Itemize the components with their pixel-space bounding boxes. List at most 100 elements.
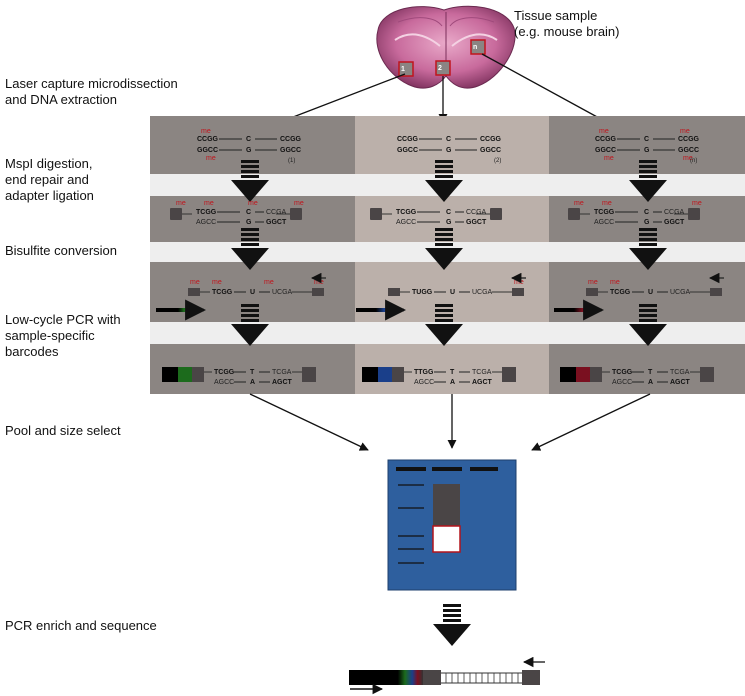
svg-text:me: me bbox=[212, 279, 222, 286]
svg-text:TUGG: TUGG bbox=[412, 289, 433, 296]
svg-text:CCGG: CCGG bbox=[197, 136, 219, 143]
svg-text:me: me bbox=[248, 200, 258, 207]
svg-text:me: me bbox=[610, 279, 620, 286]
svg-text:me: me bbox=[314, 279, 324, 286]
svg-text:AGCT: AGCT bbox=[272, 379, 293, 386]
svg-text:G: G bbox=[644, 219, 650, 226]
svg-text:GGCT: GGCT bbox=[664, 219, 685, 226]
svg-text:me: me bbox=[201, 128, 211, 135]
svg-text:CCGG: CCGG bbox=[678, 136, 700, 143]
adapter-ligation-row: me me me me TCGG C CCGA AGCC G GGCT TCGG… bbox=[170, 200, 702, 226]
mspi-label-line2: end repair and bbox=[5, 172, 89, 187]
svg-text:C: C bbox=[246, 136, 251, 143]
svg-text:me: me bbox=[599, 128, 609, 135]
svg-text:me: me bbox=[206, 155, 216, 162]
svg-text:U: U bbox=[250, 289, 255, 296]
svg-text:TCGG: TCGG bbox=[196, 209, 217, 216]
svg-text:TCGG: TCGG bbox=[214, 369, 235, 376]
final-library bbox=[349, 656, 545, 695]
svg-text:TCGG: TCGG bbox=[396, 209, 417, 216]
svg-text:me: me bbox=[602, 200, 612, 207]
svg-text:AGCC: AGCC bbox=[214, 379, 234, 386]
svg-text:C: C bbox=[644, 209, 649, 216]
svg-text:TCGG: TCGG bbox=[610, 289, 631, 296]
sample-2-id: (2) bbox=[494, 158, 501, 164]
pool-label: Pool and size select bbox=[5, 423, 121, 438]
svg-text:me: me bbox=[514, 279, 524, 286]
svg-text:U: U bbox=[450, 289, 455, 296]
svg-text:AGCC: AGCC bbox=[196, 219, 216, 226]
svg-text:TCGA: TCGA bbox=[272, 369, 292, 376]
svg-text:me: me bbox=[692, 200, 702, 207]
svg-text:UCGA: UCGA bbox=[472, 289, 493, 296]
svg-text:TCGA: TCGA bbox=[670, 369, 690, 376]
lcm-label-line1: Laser capture microdissection bbox=[5, 76, 178, 91]
barcoded-product-row: TCGG T TCGA AGCC A AGCT TTGG T TCGA AGCC bbox=[162, 367, 714, 386]
lcm-label-line2: and DNA extraction bbox=[5, 92, 117, 107]
svg-text:G: G bbox=[446, 147, 452, 154]
svg-text:UCGA: UCGA bbox=[272, 289, 293, 296]
svg-text:G: G bbox=[246, 219, 252, 226]
svg-text:TCGG: TCGG bbox=[594, 209, 615, 216]
svg-text:C: C bbox=[446, 209, 451, 216]
svg-text:AGCC: AGCC bbox=[612, 379, 632, 386]
svg-text:UCGA: UCGA bbox=[670, 289, 691, 296]
svg-text:me: me bbox=[604, 155, 614, 162]
svg-text:C: C bbox=[446, 136, 451, 143]
tissue-label-line1: Tissue sample bbox=[514, 8, 597, 23]
mspi-label-line3: adapter ligation bbox=[5, 188, 94, 203]
svg-text:U: U bbox=[648, 289, 653, 296]
pcr-label-line2: sample-specific bbox=[5, 328, 95, 343]
brain-region-1-label: 1 bbox=[401, 66, 405, 73]
svg-text:me: me bbox=[294, 200, 304, 207]
svg-text:TCGG: TCGG bbox=[212, 289, 233, 296]
svg-text:TCGG: TCGG bbox=[612, 369, 633, 376]
pool-arrows bbox=[249, 393, 651, 451]
svg-text:me: me bbox=[680, 128, 690, 135]
brain-tissue-image: 1 2 n bbox=[376, 5, 516, 89]
pcr-label-line3: barcodes bbox=[5, 344, 59, 359]
svg-text:G: G bbox=[446, 219, 452, 226]
svg-text:CCGG: CCGG bbox=[397, 136, 419, 143]
svg-text:me: me bbox=[176, 200, 186, 207]
svg-text:GGCC: GGCC bbox=[280, 147, 301, 154]
svg-text:CCGA: CCGA bbox=[266, 209, 287, 216]
svg-text:A: A bbox=[250, 379, 255, 386]
svg-text:AGCC: AGCC bbox=[594, 219, 614, 226]
svg-text:me: me bbox=[190, 279, 200, 286]
sample-1-genomic: me CCGG C CCGG GGCC G GGCC me (1) bbox=[197, 128, 302, 164]
svg-text:me: me bbox=[683, 155, 693, 162]
bisulfite-label: Bisulfite conversion bbox=[5, 243, 117, 258]
svg-text:TCGA: TCGA bbox=[472, 369, 492, 376]
sample-n-genomic: me me CCGG C CCGG GGCC G GGCC me me (n) bbox=[595, 128, 700, 164]
svg-text:A: A bbox=[648, 379, 653, 386]
enrich-label: PCR enrich and sequence bbox=[5, 618, 157, 633]
svg-text:GGCC: GGCC bbox=[595, 147, 616, 154]
genomic-dna-row: me CCGG C CCGG GGCC G GGCC me (1) CCGG C… bbox=[197, 128, 700, 164]
svg-text:GGCT: GGCT bbox=[266, 219, 287, 226]
svg-text:me: me bbox=[264, 279, 274, 286]
svg-text:me: me bbox=[574, 200, 584, 207]
sample-n-id: (n) bbox=[690, 158, 697, 164]
svg-text:GGCT: GGCT bbox=[466, 219, 487, 226]
sample-1-id: (1) bbox=[288, 158, 295, 164]
mspi-label-line1: MspI digestion, bbox=[5, 156, 92, 171]
brain-region-2-label: 2 bbox=[438, 65, 442, 72]
svg-text:GGCC: GGCC bbox=[678, 147, 699, 154]
svg-text:T: T bbox=[648, 369, 653, 376]
svg-text:T: T bbox=[250, 369, 255, 376]
svg-text:GGCC: GGCC bbox=[480, 147, 501, 154]
enrich-arrow bbox=[433, 604, 471, 646]
svg-text:CCGA: CCGA bbox=[664, 209, 685, 216]
svg-text:C: C bbox=[644, 136, 649, 143]
svg-text:TTGG: TTGG bbox=[414, 369, 434, 376]
svg-text:T: T bbox=[450, 369, 455, 376]
svg-text:GGCC: GGCC bbox=[197, 147, 218, 154]
svg-text:G: G bbox=[246, 147, 252, 154]
sample-2-genomic: CCGG C CCGG GGCC G GGCC (2) bbox=[397, 136, 502, 164]
size-selection-gel bbox=[387, 459, 517, 591]
svg-text:AGCC: AGCC bbox=[414, 379, 434, 386]
svg-text:AGCT: AGCT bbox=[670, 379, 691, 386]
svg-text:CCGA: CCGA bbox=[466, 209, 487, 216]
svg-text:me: me bbox=[204, 200, 214, 207]
